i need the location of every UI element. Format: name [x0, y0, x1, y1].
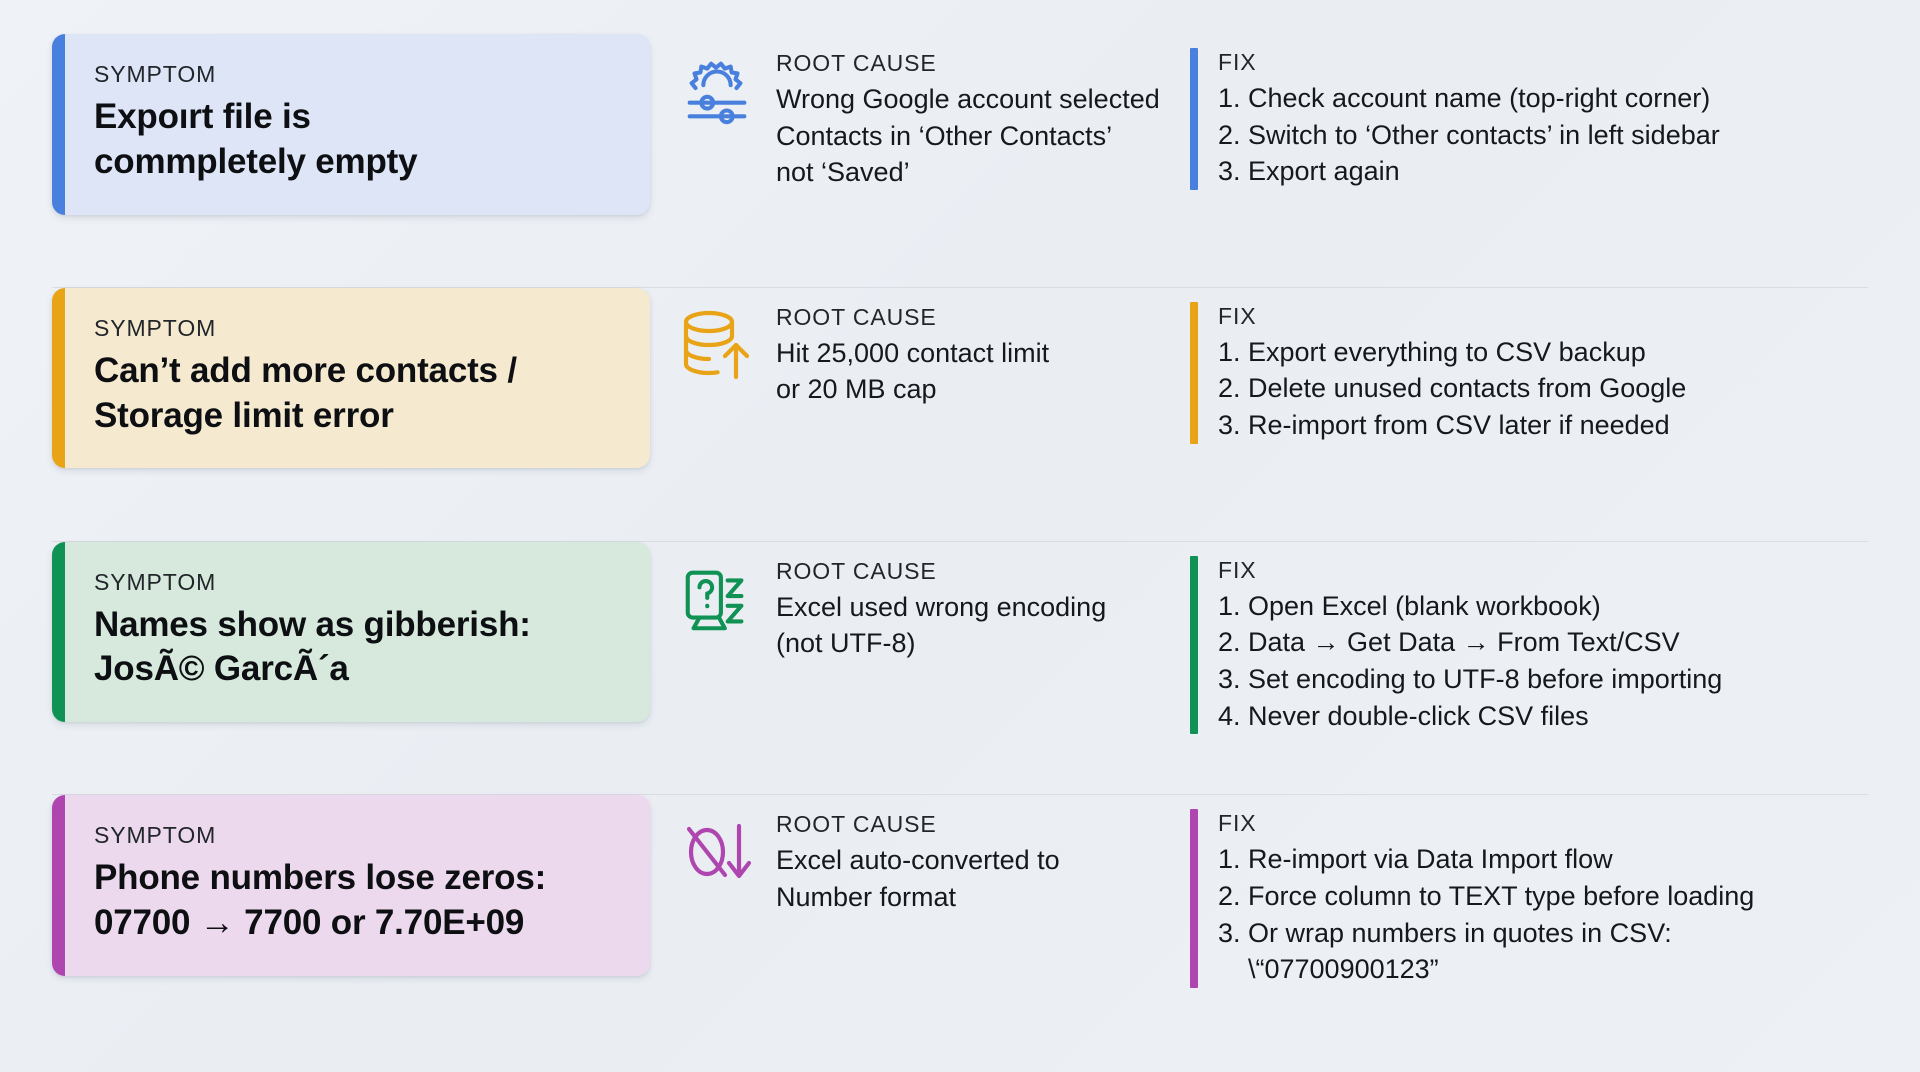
symptom-title-line: Names show as gibberish:: [94, 604, 531, 644]
symptom-accent-bar: [52, 795, 65, 976]
gear-sliders-icon: [678, 48, 756, 134]
root-cause-line: not ‘Saved’: [776, 157, 910, 188]
fix-label: FIX: [1218, 49, 1257, 75]
symptom-title: Expoırt file is commpletely empty: [94, 95, 620, 185]
issue-row: SYMPTOM Expoırt file is commpletely empty R…: [52, 34, 1868, 287]
fix-step: 3. Re-import from CSV later if needed: [1218, 410, 1670, 441]
root-cause-column: ROOT CAUSE Excel auto-converted to Number …: [650, 795, 1180, 915]
fix-accent-bar: [1190, 301, 1198, 444]
fix-step: 1. Check account name (top-right corner): [1218, 83, 1711, 113]
fix-accent-bar: [1190, 809, 1198, 989]
fix-step: 3. Or wrap numbers in quotes in CSV:: [1218, 917, 1672, 948]
root-cause-label: ROOT CAUSE: [776, 811, 937, 838]
fix-step: 4. Never double-click CSV files: [1218, 700, 1589, 731]
encoding-error-icon: [678, 556, 756, 642]
fix-step: 1. Re-import via Data Import flow: [1218, 844, 1613, 875]
fix-label: FIX: [1218, 810, 1257, 837]
symptom-label: SYMPTOM: [94, 568, 217, 595]
symptom-title: Phone numbers lose zeros: 07700 → 7700 or…: [94, 856, 620, 946]
symptom-card: SYMPTOM Expoırt file is commpletely empty: [52, 34, 650, 215]
symptom-title-line: Can’t add more contacts /: [94, 350, 517, 390]
root-cause-line: Wrong Google account selected: [776, 84, 1160, 114]
fix-step: 1. Export everything to CSV backup: [1218, 336, 1646, 367]
root-cause-line: Contacts in ‘Other Contacts’: [776, 120, 1113, 151]
root-cause-line: Excel auto-converted to: [776, 845, 1060, 876]
symptom-title-line: Expoırt file is: [94, 97, 311, 136]
symptom-title-line: commpletely empty: [94, 141, 418, 181]
fix-step: 2. Force column to TEXT type before load…: [1218, 880, 1755, 911]
fix-label: FIX: [1218, 556, 1257, 583]
symptom-accent-bar: [52, 34, 65, 215]
symptom-accent-bar: [52, 541, 65, 723]
root-cause-line: or 20 MB cap: [776, 374, 937, 405]
fix-step: 3. Set encoding to UTF-8 before importin…: [1218, 663, 1723, 694]
fix-step: 3. Export again: [1218, 156, 1400, 187]
symptom-card: SYMPTOM Names show as gibberish: JosÃ© Gar…: [52, 541, 650, 723]
fix-step: \“07700900123”: [1248, 954, 1439, 985]
root-cause-label: ROOT CAUSE: [776, 50, 937, 76]
root-cause-column: ROOT CAUSE Hit 25,000 contact limit or 20 …: [650, 288, 1180, 408]
fix-step: 2. Data → Get Data → From Text/CSV: [1218, 627, 1680, 658]
database-upload-icon: [678, 302, 756, 388]
fix-step: 2. Switch to ‘Other contacts’ in left si…: [1218, 119, 1720, 150]
symptom-label: SYMPTOM: [94, 822, 217, 849]
root-cause-line: (not UTF-8): [776, 628, 916, 659]
fix-step: 2. Delete unused contacts from Google: [1218, 373, 1687, 404]
symptom-title-line: Storage limit error: [94, 395, 394, 435]
fix-accent-bar: [1190, 555, 1198, 735]
issue-row: SYMPTOM Can’t add more contacts / Storage …: [52, 286, 1868, 541]
zero-stripped-icon: [678, 809, 756, 895]
fix-column: FIX 1. Check account name (top-right corn…: [1180, 34, 1868, 191]
fix-label: FIX: [1218, 302, 1257, 329]
symptom-title-line: 07700 → 7700 or 7.70E+09: [94, 903, 525, 943]
fix-column: FIX 1. Open Excel (blank workbook) 2. Data…: [1180, 542, 1868, 735]
root-cause-label: ROOT CAUSE: [776, 557, 937, 584]
root-cause-column: ROOT CAUSE Excel used wrong encoding (not …: [650, 542, 1180, 662]
issue-row: SYMPTOM Phone numbers lose zeros: 07700 → …: [52, 794, 1868, 1048]
root-cause-line: Number format: [776, 881, 957, 912]
symptom-title-line: JosÃ© GarcÃ´a: [94, 649, 349, 689]
symptom-title: Names show as gibberish: JosÃ© GarcÃ´a: [94, 603, 620, 693]
symptom-title: Can’t add more contacts / Storage limit e…: [94, 349, 620, 439]
root-cause-line: Hit 25,000 contact limit: [776, 337, 1050, 368]
root-cause-line: Excel used wrong encoding: [776, 591, 1107, 622]
symptom-card: SYMPTOM Phone numbers lose zeros: 07700 → …: [52, 795, 650, 976]
symptom-accent-bar: [52, 287, 65, 469]
fix-column: FIX 1. Re-import via Data Import flow 2. F…: [1180, 795, 1868, 989]
root-cause-label: ROOT CAUSE: [776, 303, 937, 330]
fix-accent-bar: [1190, 48, 1198, 191]
symptom-title-line: Phone numbers lose zeros:: [94, 858, 547, 898]
issue-row: SYMPTOM Names show as gibberish: JosÃ© Gar…: [52, 540, 1868, 795]
symptom-label: SYMPTOM: [94, 314, 217, 341]
fix-column: FIX 1. Export everything to CSV backup 2. …: [1180, 288, 1868, 444]
symptom-label: SYMPTOM: [94, 61, 217, 87]
symptom-card: SYMPTOM Can’t add more contacts / Storage …: [52, 287, 650, 469]
fix-step: 1. Open Excel (blank workbook): [1218, 590, 1601, 621]
